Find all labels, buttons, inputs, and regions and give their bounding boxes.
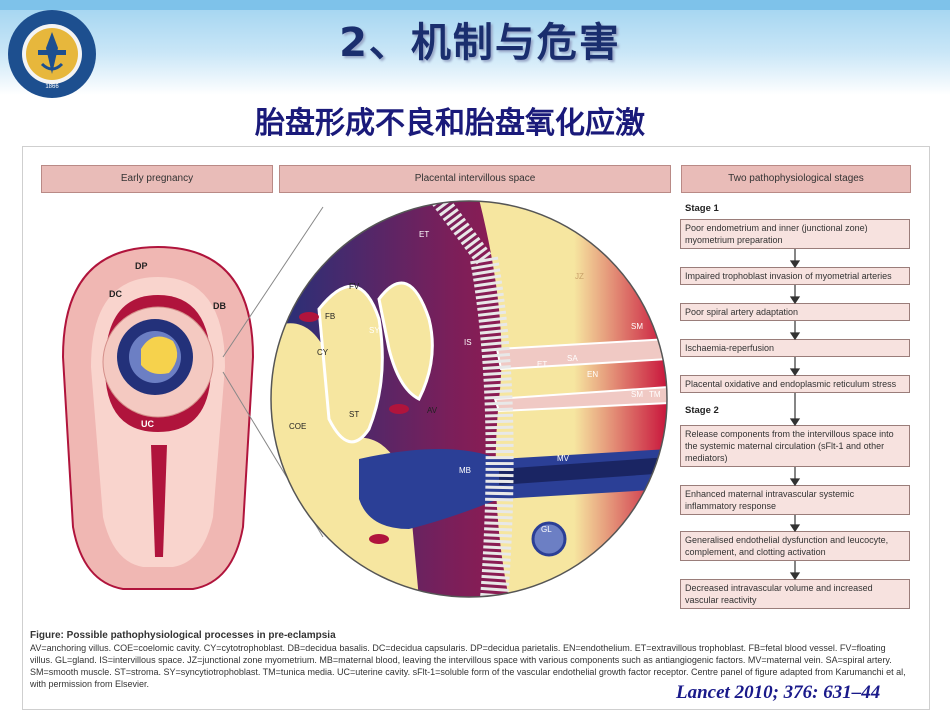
citation: Lancet 2010; 376: 631–44 bbox=[676, 682, 881, 703]
circle-label-fv: FV bbox=[349, 282, 360, 291]
circle-label-av: AV bbox=[427, 406, 438, 415]
step-1: Poor endometrium and inner (junctional z… bbox=[680, 219, 910, 249]
circle-label-sa: SA bbox=[567, 354, 578, 363]
caption-title: Figure: Possible pathophysiological proc… bbox=[30, 630, 336, 641]
figure-caption: Figure: Possible pathophysiological proc… bbox=[30, 630, 910, 690]
panel-header-two-stages: Two pathophysiological stages bbox=[681, 165, 911, 193]
circle-label-sm2: SM bbox=[631, 390, 643, 399]
circle-label-et1: ET bbox=[419, 230, 429, 239]
circle-label-et2: ET bbox=[537, 360, 547, 369]
slide-subtitle: 胎盘形成不良和胎盘氧化应激 bbox=[255, 106, 645, 141]
circle-label-fb: FB bbox=[325, 312, 335, 321]
circle-label-tm: TM bbox=[649, 390, 661, 399]
circle-label-cy: CY bbox=[317, 348, 329, 357]
intervillous-circle: ET FV FB SY CY IS JZ SM SA ET EN SM TM C… bbox=[270, 200, 668, 598]
circle-label-sy: SY bbox=[369, 326, 380, 335]
circle-label-sm1: SM bbox=[631, 322, 643, 331]
circle-label-en: EN bbox=[587, 370, 598, 379]
panel-header-intervillous-space: Placental intervillous space bbox=[279, 165, 671, 193]
uterus-label-dc: DC bbox=[109, 289, 122, 299]
flowchart-arrows bbox=[789, 249, 801, 581]
step-7: Enhanced maternal intravascular systemic… bbox=[680, 485, 910, 515]
stage1-label: Stage 1 bbox=[685, 203, 719, 214]
hospital-logo: 1866 bbox=[8, 10, 96, 98]
circle-label-jz: JZ bbox=[575, 272, 584, 281]
uterus-label-dp: DP bbox=[135, 261, 148, 271]
circle-label-mv: MV bbox=[557, 454, 570, 463]
circle-label-gl: GL bbox=[541, 525, 552, 534]
step-9: Decreased intravascular volume and incre… bbox=[680, 579, 910, 609]
step-6: Release components from the intervillous… bbox=[680, 425, 910, 467]
stage2-label: Stage 2 bbox=[685, 405, 719, 416]
circle-label-is: IS bbox=[464, 338, 472, 347]
logo-year: 1866 bbox=[45, 84, 59, 90]
circle-label-st: ST bbox=[349, 410, 359, 419]
caption-body: AV=anchoring villus. COE=coelomic cavity… bbox=[30, 643, 906, 689]
uterus-diagram: DP DC DB UC bbox=[61, 245, 255, 590]
uterus-label-uc: UC bbox=[141, 419, 154, 429]
uterus-label-db: DB bbox=[213, 301, 226, 311]
circle-label-coe: COE bbox=[289, 422, 306, 431]
figure-panel: Early pregnancy Placental intervillous s… bbox=[22, 146, 930, 710]
step-8: Generalised endothelial dysfunction and … bbox=[680, 531, 910, 561]
panel-header-early-pregnancy: Early pregnancy bbox=[41, 165, 273, 193]
slide-title: 2、机制与危害 bbox=[339, 20, 621, 66]
header-band bbox=[0, 0, 950, 95]
circle-label-mb: MB bbox=[459, 466, 471, 475]
